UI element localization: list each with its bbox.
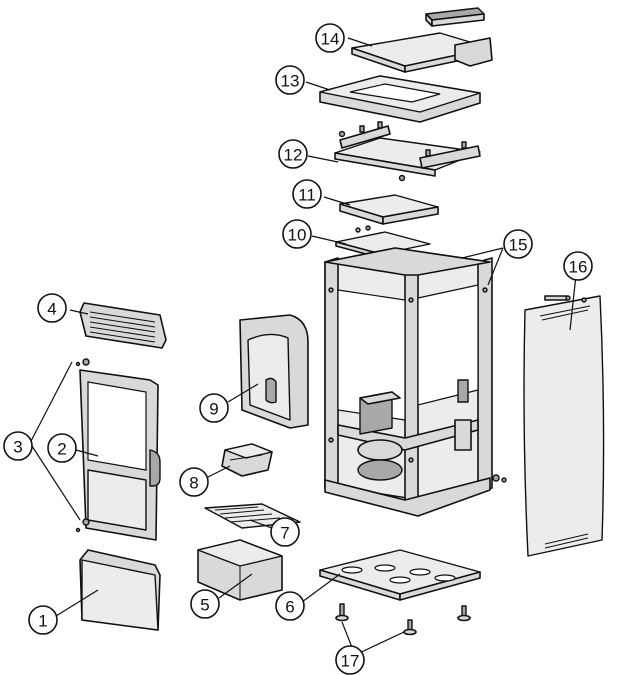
callout-circle: [315, 23, 345, 53]
callout-number: 10: [288, 226, 307, 245]
callout-circle: [28, 605, 58, 635]
callout-number: 7: [280, 524, 289, 543]
callout-1: 1: [28, 605, 58, 635]
callout-circle: [275, 65, 305, 95]
callout-circle: [282, 219, 312, 249]
callout-number: 6: [285, 598, 294, 617]
callout-number: 12: [284, 146, 303, 165]
callout-number: 8: [189, 474, 198, 493]
callout-2: 2: [47, 433, 77, 463]
part-1-lower-cover: [79, 549, 161, 631]
part-8-burn-pot: [221, 443, 273, 477]
callout-16: 16: [563, 251, 593, 281]
callout-circle: [190, 589, 220, 619]
callout-number: 14: [321, 30, 340, 49]
callout-15: 15: [503, 229, 533, 259]
callout-circle: [563, 251, 593, 281]
callout-8: 8: [179, 467, 209, 497]
callout-13: 13: [275, 65, 305, 95]
callout-circle: [292, 179, 322, 209]
callout-5: 5: [190, 589, 220, 619]
part-4-grille: [79, 302, 167, 349]
callout-9: 9: [199, 393, 229, 423]
callout-number: 15: [509, 236, 528, 255]
callout-number: 2: [57, 440, 66, 459]
callout-number: 16: [569, 258, 588, 277]
callout-circle: [47, 433, 77, 463]
part-14-top-cover: [351, 7, 493, 73]
callout-number: 4: [47, 300, 56, 319]
callout-number: 1: [38, 612, 47, 631]
callout-circle: [3, 431, 33, 461]
callout-3: 3: [3, 431, 33, 461]
callout-circle: [278, 139, 308, 169]
callout-4: 4: [37, 293, 67, 323]
callout-circle: [199, 393, 229, 423]
callout-circle: [270, 517, 300, 547]
callout-14: 14: [315, 23, 345, 53]
callout-number: 17: [341, 652, 360, 671]
part-16-side-panel: [492, 295, 605, 557]
callout-number: 9: [209, 400, 218, 419]
part-9-chamber-cover: [239, 314, 309, 429]
callout-7: 7: [270, 517, 300, 547]
callout-number: 11: [298, 186, 316, 205]
callout-6: 6: [275, 591, 305, 621]
callout-12: 12: [278, 139, 308, 169]
callout-number: 3: [13, 438, 22, 457]
part-5-ash-drawer: [197, 539, 283, 601]
part-2-door: [75, 358, 161, 541]
part-12-bracket: [334, 121, 481, 182]
callout-10: 10: [282, 219, 312, 249]
callout-circle: [37, 293, 67, 323]
callout-circle: [179, 467, 209, 497]
part-6-base-plate: [319, 549, 481, 601]
callout-17: 17: [335, 645, 365, 675]
callout-circle: [275, 591, 305, 621]
callout-circle: [335, 645, 365, 675]
callout-circle: [503, 229, 533, 259]
part-13-top-frame: [319, 75, 481, 123]
callout-number: 5: [200, 596, 209, 615]
part-11-panel: [339, 194, 439, 225]
part-15-main-frame: [324, 247, 493, 517]
part-17-feet: [335, 603, 471, 636]
callout-11: 11: [292, 179, 322, 209]
callout-number: 13: [281, 72, 300, 91]
